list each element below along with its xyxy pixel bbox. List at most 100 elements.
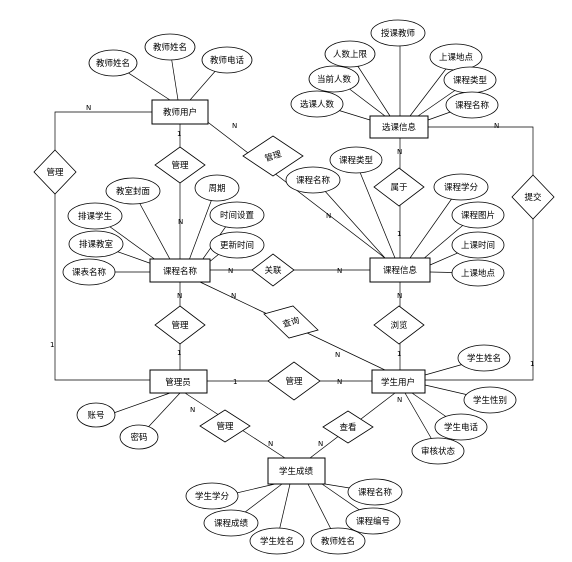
relationship-course-info-student: 浏览: [373, 305, 425, 345]
attribute-label: 课程编号: [356, 516, 390, 527]
attribute-label: 更新时间: [220, 240, 254, 251]
attribute-label: 排课学生: [78, 211, 113, 222]
attribute-admin-1: 密码: [119, 424, 159, 450]
cardinality-marks: N 1 1 N N N N 1 N 1 N N N 1 N N N 1 1 N …: [50, 104, 534, 448]
relationship-label: 管理: [46, 167, 64, 178]
attribute-teacher-2: 教师电话: [201, 46, 253, 74]
attribute-selection-5: 选课人数: [290, 90, 344, 118]
relationship-label: 管理: [171, 160, 189, 171]
attribute-label: 时间设置: [220, 210, 255, 221]
attribute-label: 账号: [87, 411, 104, 421]
cardinality-n: N: [178, 218, 183, 226]
attribute-label: 审核状态: [421, 446, 456, 457]
attribute-label: 学生学分: [195, 491, 230, 502]
relationship-label: 管理: [285, 376, 303, 387]
attribute-selection-1: 人数上限: [324, 40, 376, 68]
relationship-teacher-admin: 管理: [33, 149, 77, 195]
relationship-label: 查看: [339, 422, 356, 433]
attribute-label: 课程成绩: [214, 518, 249, 529]
cardinality-n: N: [190, 406, 195, 414]
relationship-course-name-course-info: 关联: [251, 253, 295, 287]
entity-student: 学生用户: [371, 369, 426, 394]
attribute-label: 课程图片: [461, 210, 495, 221]
cardinality-n: N: [337, 267, 342, 275]
cardinality-n: N: [397, 292, 402, 300]
entity-label: 教师用户: [163, 107, 197, 118]
cardinality-n: N: [494, 122, 499, 130]
entity-label: 课程信息: [383, 265, 418, 276]
cardinality-one: 1: [177, 349, 181, 357]
attribute-course-name-5: 更新时间: [209, 231, 265, 259]
relationship-label: 提交: [524, 192, 542, 203]
relationship-label: 属于: [390, 183, 408, 193]
entity-label: 课程名称: [163, 266, 198, 277]
attribute-admin-0: 账号: [76, 402, 116, 428]
attribute-grade-1: 课程名称: [347, 478, 403, 506]
relationship-student-grade: 查看: [322, 410, 374, 444]
cardinality-n: N: [397, 396, 402, 404]
attribute-student-3: 审核状态: [411, 437, 465, 465]
attribute-label: 课程名称: [296, 175, 331, 186]
cardinality-one: 1: [50, 341, 54, 349]
attribute-label: 上课地点: [439, 52, 474, 63]
attribute-student-2: 学生电话: [434, 413, 488, 441]
relationship-teacher-course-info: 管理: [242, 135, 304, 177]
relationship-label: 浏览: [390, 320, 407, 331]
attribute-selection-0: 授课教师: [370, 19, 426, 47]
attribute-label: 课程名称: [358, 487, 393, 498]
attribute-course-info-5: 上课地点: [451, 259, 505, 287]
attribute-label: 学生电话: [444, 422, 479, 433]
attribute-student-0: 学生姓名: [457, 344, 511, 372]
cardinality-n: N: [397, 148, 402, 156]
attribute-grade-5: 教师姓名: [310, 527, 366, 555]
attribute-teacher-1: 教师姓名: [144, 33, 196, 61]
attribute-label: 选课人数: [300, 99, 335, 110]
attribute-label: 排课教室: [79, 239, 114, 250]
attribute-label: 课表名称: [72, 267, 107, 278]
attribute-course-name-0: 教室封面: [105, 177, 161, 205]
attribute-label: 学生姓名: [260, 536, 294, 547]
cardinality-one: 1: [177, 130, 181, 138]
entity-course-name: 课程名称: [149, 258, 211, 283]
entity-label: 管理员: [165, 377, 191, 388]
cardinality-one: 1: [233, 378, 237, 386]
relationship-admin-grade: 管理: [199, 409, 251, 443]
entity-label: 学生成绩: [279, 466, 314, 477]
relationship-label: 管理: [263, 148, 283, 164]
attribute-grade-3: 课程编号: [345, 507, 401, 535]
attribute-course-name-1: 周期: [194, 174, 240, 202]
attribute-label: 授课教师: [381, 28, 416, 39]
entity-label: 学生用户: [381, 377, 415, 388]
attribute-grade-2: 课程成绩: [203, 509, 259, 537]
attribute-label: 教师电话: [210, 55, 245, 66]
entity-label: 选课信息: [382, 122, 417, 133]
attribute-label: 课程学分: [444, 182, 479, 193]
attribute-label: 密码: [130, 432, 147, 443]
relationship-course-name-student: 查询: [263, 305, 319, 339]
attribute-label: 上课时间: [461, 240, 495, 251]
attribute-label: 课程类型: [453, 75, 488, 86]
attribute-label: 教室封面: [116, 186, 151, 197]
cardinality-n: N: [335, 351, 340, 359]
attribute-selection-6: 课程名称: [445, 91, 499, 119]
attribute-label: 课程类型: [339, 155, 374, 166]
entity-teacher: 教师用户: [151, 99, 209, 125]
cardinality-n: N: [86, 104, 91, 112]
relationship-label: 查询: [281, 315, 300, 330]
cardinality-n: N: [318, 440, 323, 448]
attribute-label: 当前人数: [317, 74, 352, 85]
cardinality-n: N: [177, 292, 182, 300]
attribute-teacher-0: 教师姓名: [88, 49, 138, 77]
cardinality-n: N: [232, 122, 237, 130]
attribute-course-info-0: 课程类型: [329, 146, 383, 174]
attribute-course-name-3: 时间设置: [209, 201, 265, 229]
attribute-label: 学生姓名: [467, 353, 501, 364]
attribute-student-1: 学生性别: [463, 386, 517, 414]
relationship-label: 管理: [171, 320, 189, 331]
attribute-label: 上课地点: [461, 268, 496, 279]
attribute-course-name-2: 排课学生: [67, 202, 123, 230]
cardinality-one: 1: [530, 360, 534, 368]
cardinality-n: N: [268, 440, 273, 448]
cardinality-one: 1: [397, 350, 401, 358]
